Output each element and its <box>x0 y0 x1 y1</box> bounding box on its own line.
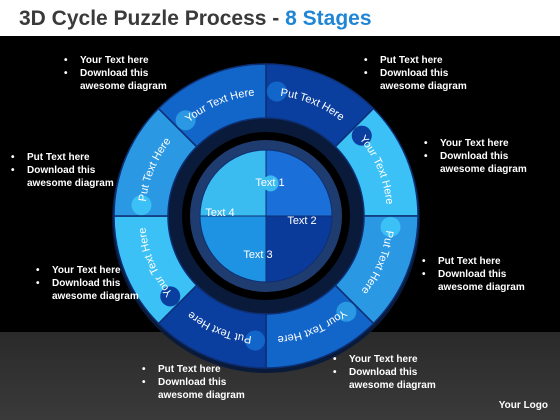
callout-right-lower: Put Text here Download this awesome diag… <box>422 255 525 294</box>
inner-piece-label: Text 1 <box>255 177 284 189</box>
callout-line: Download this <box>36 277 139 290</box>
callout-line: Your Text here <box>36 264 139 277</box>
callout-line: Download this <box>424 150 527 163</box>
callout-bottom-right: Your Text here Download this awesome dia… <box>333 353 436 392</box>
callout-bottom-left: Put Text here Download this awesome diag… <box>142 363 245 402</box>
callout-line: Put Text here <box>364 54 467 67</box>
logo-text: Your Logo <box>498 400 548 411</box>
callout-line: Put Text here <box>142 363 245 376</box>
title-main: 3D Cycle Puzzle Process - <box>19 7 280 30</box>
puzzle-knob <box>351 125 372 146</box>
callout-left-upper: Put Text here Download this awesome diag… <box>11 151 114 190</box>
callout-line: Your Text here <box>424 137 527 150</box>
callout-line: Download this <box>364 67 467 80</box>
callout-line: awesome diagram <box>158 390 245 401</box>
puzzle-knob <box>245 330 266 351</box>
puzzle-knob <box>380 216 401 237</box>
title-accent: 8 Stages <box>285 7 372 30</box>
inner-piece-label: Text 4 <box>205 207 234 219</box>
inner-puzzle-piece <box>265 149 333 217</box>
header-bar: 3D Cycle Puzzle Process - 8 Stages <box>0 0 560 36</box>
callout-line: awesome diagram <box>349 380 436 391</box>
puzzle-knob <box>131 195 152 216</box>
inner-puzzle-piece <box>199 149 267 217</box>
callout-line: awesome diagram <box>52 291 139 302</box>
callout-left-lower: Your Text here Download this awesome dia… <box>36 264 139 303</box>
callout-top-right: Put Text here Download this awesome diag… <box>364 54 467 93</box>
page-title: 3D Cycle Puzzle Process - 8 Stages <box>19 7 372 31</box>
puzzle-knob <box>160 286 181 307</box>
callout-line: Download this <box>333 366 436 379</box>
callout-line: Download this <box>142 376 245 389</box>
callout-right-upper: Your Text here Download this awesome dia… <box>424 137 527 176</box>
puzzle-knob <box>336 301 357 322</box>
puzzle-knob <box>175 110 196 131</box>
callout-line: awesome diagram <box>438 282 525 293</box>
callout-line: awesome diagram <box>80 81 167 92</box>
inner-piece-label: Text 2 <box>287 215 316 227</box>
callout-line: awesome diagram <box>380 81 467 92</box>
callout-line: Put Text here <box>422 255 525 268</box>
inner-circle: Text 1 Text 2 Text 3 Text 4 <box>199 149 333 283</box>
puzzle-knob <box>266 81 287 102</box>
callout-line: awesome diagram <box>27 178 114 189</box>
inner-piece-label: Text 3 <box>243 249 272 261</box>
inner-puzzle-piece <box>199 215 267 283</box>
callout-line: awesome diagram <box>440 164 527 175</box>
inner-puzzle-knob <box>262 175 279 192</box>
callout-top-left: Your Text here Download this awesome dia… <box>64 54 167 93</box>
callout-line: Your Text here <box>64 54 167 67</box>
callout-line: Download this <box>422 268 525 281</box>
callout-line: Download this <box>64 67 167 80</box>
callout-line: Put Text here <box>11 151 114 164</box>
callout-line: Your Text here <box>333 353 436 366</box>
callout-line: Download this <box>11 164 114 177</box>
inner-puzzle-piece <box>265 215 333 283</box>
